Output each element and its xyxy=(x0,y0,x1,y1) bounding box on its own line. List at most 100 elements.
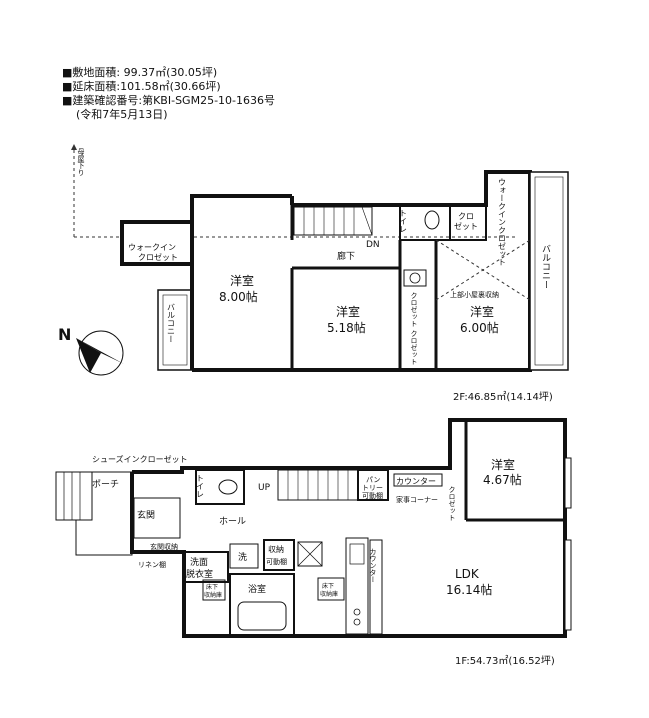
wall-2f-west xyxy=(190,194,292,370)
kitchen-sink-icon xyxy=(349,543,365,565)
washroom-label-b: 脱衣室 xyxy=(186,568,213,580)
western-3-name: 洋室 xyxy=(470,304,494,319)
toilet-1f-label: トイレ xyxy=(196,474,205,498)
wall-2f-outline xyxy=(192,170,532,372)
side-counter-label: カウンター xyxy=(369,548,377,583)
counter-top xyxy=(393,473,443,487)
balcony-left-inner xyxy=(162,294,188,366)
linen-label: リネン棚 xyxy=(138,560,166,569)
closet-2f-label-b: ゼット xyxy=(454,221,478,231)
underfloor-storage-2 xyxy=(317,577,345,601)
floor1-plan: ポーチ シューズインクローゼット 玄関 玄関収納 リネン棚 トイレ UP ホール xyxy=(55,418,572,667)
sink-2f xyxy=(403,269,427,287)
roof-arrow-icon xyxy=(71,144,77,150)
closet-v1-label: クロゼット xyxy=(410,292,418,327)
entrance-label: 玄関 xyxy=(137,509,155,521)
stairs-1f xyxy=(277,469,359,501)
window-1f-east-2 xyxy=(564,539,572,631)
storage-label: 収納 xyxy=(268,544,284,554)
underfloor-storage-1 xyxy=(202,579,226,601)
stove-burner-2 xyxy=(353,618,361,626)
attic-storage-label: 上部小屋裏収納 xyxy=(450,290,499,299)
permit-date: (令和7年5月13日) xyxy=(76,108,168,121)
underfloor-1-label-a: 床下 xyxy=(206,583,218,591)
window-1f-east-1 xyxy=(564,457,572,509)
closet-v2-label: クロゼット xyxy=(410,330,418,365)
stove-burner-1 xyxy=(353,608,361,616)
toilet-2f-label: トイレ xyxy=(399,209,408,233)
western-2-size: 5.18帖 xyxy=(327,320,366,335)
toilet-2f-icon xyxy=(424,210,440,230)
compass-circle xyxy=(78,330,124,376)
building-info: ■敷地面積: 99.37㎡(30.05坪) ■延床面積:101.58㎡(30.6… xyxy=(62,66,275,122)
balcony-left-label: バルコニー xyxy=(167,303,176,343)
western-1f-size: 4.67帖 xyxy=(483,472,522,487)
toilet-1f-icon xyxy=(218,479,238,495)
storage-1f xyxy=(263,539,295,571)
permit-number: ■建築確認番号:第KBI-SGM25-10-1636号 xyxy=(62,94,275,107)
porch-outline xyxy=(75,471,133,556)
washroom-label-a: 洗面 xyxy=(190,556,208,568)
washer xyxy=(229,543,259,569)
bathroom xyxy=(229,573,295,637)
closet-2f-label-a: クロ xyxy=(458,212,474,221)
wall-1f-outline xyxy=(130,418,567,638)
stairs-2f xyxy=(293,206,373,236)
washroom xyxy=(183,551,229,583)
closet-2f xyxy=(449,204,487,241)
walkin-right-label: ウォークインクロゼット xyxy=(498,178,507,266)
western-2-name: 洋室 xyxy=(336,304,360,319)
movable-shelf-1-label: 可動棚 xyxy=(362,491,383,500)
movable-shelf-2-label: 可動棚 xyxy=(266,557,287,566)
washer-label: 洗 xyxy=(238,551,247,563)
compass-needle xyxy=(76,338,124,364)
ldk-size: 16.14帖 xyxy=(446,582,492,597)
compass-north-label: N xyxy=(58,325,71,344)
roof-label: 母屋下り xyxy=(77,148,85,176)
ldk-name: LDK xyxy=(455,567,480,581)
western-3-size: 6.00帖 xyxy=(460,320,499,335)
stairs-up-label: UP xyxy=(258,483,271,493)
balcony-right xyxy=(529,171,569,371)
sink-2f-icon xyxy=(409,272,421,284)
floor2-plan: 母屋下り ウォークイン クロゼット バルコニー 洋室 8.00帖 xyxy=(71,144,569,403)
floor2-area-label: 2F:46.85㎡(14.14坪) xyxy=(453,390,553,403)
walkin-left-label-b: クロゼット xyxy=(138,252,178,262)
bathroom-label: 浴室 xyxy=(248,583,266,595)
floor1-area-label: 1F:54.73㎡(16.52坪) xyxy=(455,654,555,667)
shoes-closet-label: シューズインクローゼット xyxy=(92,454,188,464)
balcony-left xyxy=(157,289,193,371)
pantry xyxy=(357,469,389,501)
underfloor-2-label-a: 床下 xyxy=(322,582,334,590)
western-1-name: 洋室 xyxy=(230,273,254,288)
underfloor-2-label-b: 収納庫 xyxy=(320,590,338,598)
porch-steps xyxy=(55,471,93,521)
underfloor-hatch xyxy=(297,541,323,567)
balcony-right-label: バルコニー xyxy=(540,244,551,289)
kitchen-counter xyxy=(345,537,369,635)
side-counter xyxy=(369,539,383,635)
closet-1f-label: クロゼット xyxy=(448,486,456,521)
floor-area: ■延床面積:101.58㎡(30.66坪) xyxy=(62,80,221,93)
housework-corner-label: 家事コーナー xyxy=(396,495,438,504)
counter-top-label: カウンター xyxy=(396,477,436,486)
pantry-label-b: トリー xyxy=(362,484,383,492)
compass: N xyxy=(58,325,124,376)
bathtub-icon xyxy=(237,601,287,631)
entrance xyxy=(133,497,181,539)
pantry-label-a: パン xyxy=(366,476,380,484)
corridor-label: 廊下 xyxy=(337,250,355,262)
compass-needle-half xyxy=(76,338,101,373)
balcony-right-inner xyxy=(534,176,564,366)
site-area: ■敷地面積: 99.37㎡(30.05坪) xyxy=(62,66,218,79)
underfloor-1-label-b: 収納庫 xyxy=(204,591,222,599)
walkin-left-label-a: ウォークイン xyxy=(128,243,176,252)
porch-label: ポーチ xyxy=(92,479,119,490)
entrance-storage-label: 玄関収納 xyxy=(150,542,178,551)
walkin-closet-left xyxy=(120,220,194,266)
hall-label: ホール xyxy=(219,516,246,527)
western-1f-name: 洋室 xyxy=(491,457,515,472)
stairs-dn-label: DN xyxy=(366,240,380,250)
toilet-1f xyxy=(195,469,245,505)
